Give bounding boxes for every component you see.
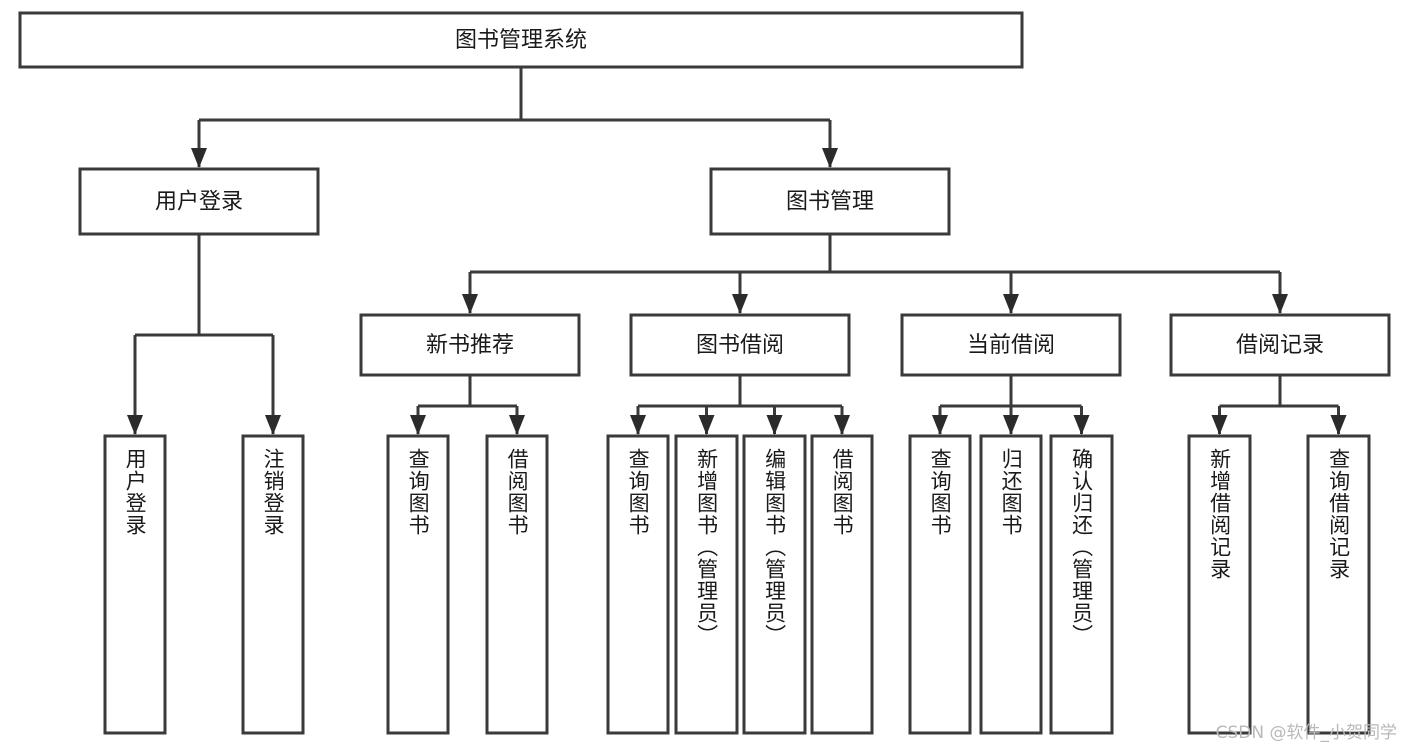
node-label: 当前借阅: [967, 333, 1055, 358]
node-level2-1[interactable]: 图书借阅: [629, 313, 851, 377]
node-leaf-5[interactable]: [674, 434, 739, 735]
node-box: [709, 167, 951, 236]
node-level2-0[interactable]: 新书推荐: [359, 313, 581, 377]
node-box: [1049, 434, 1114, 735]
watermark-text: CSDN @软件_小贺同学: [1215, 723, 1397, 743]
node-box: [629, 313, 851, 377]
node-label: 用户登录: [155, 190, 243, 215]
node-leaf-6[interactable]: [742, 434, 807, 735]
node-box: [1306, 434, 1371, 735]
arrow-head-icon: [822, 148, 838, 168]
node-box: [1169, 313, 1391, 377]
node-box: [674, 434, 739, 735]
arrow-head-icon: [410, 415, 426, 435]
arrow-head-icon: [462, 294, 478, 314]
arrow-head-icon: [127, 415, 143, 435]
node-label: 借阅记录: [1236, 333, 1324, 358]
node-leaf-8[interactable]: [908, 434, 972, 735]
node-leaf-10[interactable]: [1049, 434, 1114, 735]
node-label: 图书管理: [786, 190, 874, 215]
node-leaf-11[interactable]: [1187, 434, 1252, 735]
arrow-head-icon: [630, 415, 646, 435]
arrow-head-icon: [698, 415, 715, 435]
arrow-head-icon: [191, 148, 207, 168]
arrow-head-icon: [265, 415, 281, 435]
node-box: [742, 434, 807, 735]
node-leaf-12[interactable]: [1306, 434, 1371, 735]
node-root[interactable]: 图书管理系统: [18, 11, 1024, 69]
node-box: [78, 167, 320, 236]
node-box: [1187, 434, 1252, 735]
node-level1-0[interactable]: 用户登录: [78, 167, 320, 236]
arrow-head-icon: [509, 415, 525, 435]
node-level2-2[interactable]: 当前借阅: [900, 313, 1122, 377]
node-box: [386, 434, 450, 735]
node-leaf-0[interactable]: [103, 434, 167, 735]
arrow-head-icon: [1003, 415, 1019, 435]
node-box: [18, 11, 1024, 69]
arrow-head-icon: [932, 415, 948, 435]
node-leaf-2[interactable]: [386, 434, 450, 735]
node-box: [979, 434, 1043, 735]
node-level1-1[interactable]: 图书管理: [709, 167, 951, 236]
node-leaf-1[interactable]: [241, 434, 305, 735]
node-box: [485, 434, 549, 735]
connector-links: [127, 67, 1347, 435]
node-leaf-4[interactable]: [606, 434, 670, 735]
node-box: [241, 434, 305, 735]
arrow-head-icon: [1073, 415, 1090, 435]
node-leaf-9[interactable]: [979, 434, 1043, 735]
arrow-head-icon: [1003, 294, 1019, 314]
node-box: [359, 313, 581, 377]
arrow-head-icon: [834, 415, 850, 435]
node-leaf-7[interactable]: [810, 434, 874, 735]
arrow-head-icon: [732, 294, 748, 314]
node-box: [908, 434, 972, 735]
arrow-head-icon: [1272, 294, 1288, 314]
arrow-head-icon: [1330, 415, 1347, 435]
node-box: [900, 313, 1122, 377]
node-label: 图书管理系统: [455, 28, 587, 53]
node-label: 新书推荐: [426, 333, 514, 358]
node-leaf-3[interactable]: [485, 434, 549, 735]
node-box: [103, 434, 167, 735]
node-level2-3[interactable]: 借阅记录: [1169, 313, 1391, 377]
arrow-head-icon: [1211, 415, 1228, 435]
node-label: 图书借阅: [696, 333, 784, 358]
node-box: [606, 434, 670, 735]
arrow-head-icon: [766, 415, 783, 435]
node-box: [810, 434, 874, 735]
